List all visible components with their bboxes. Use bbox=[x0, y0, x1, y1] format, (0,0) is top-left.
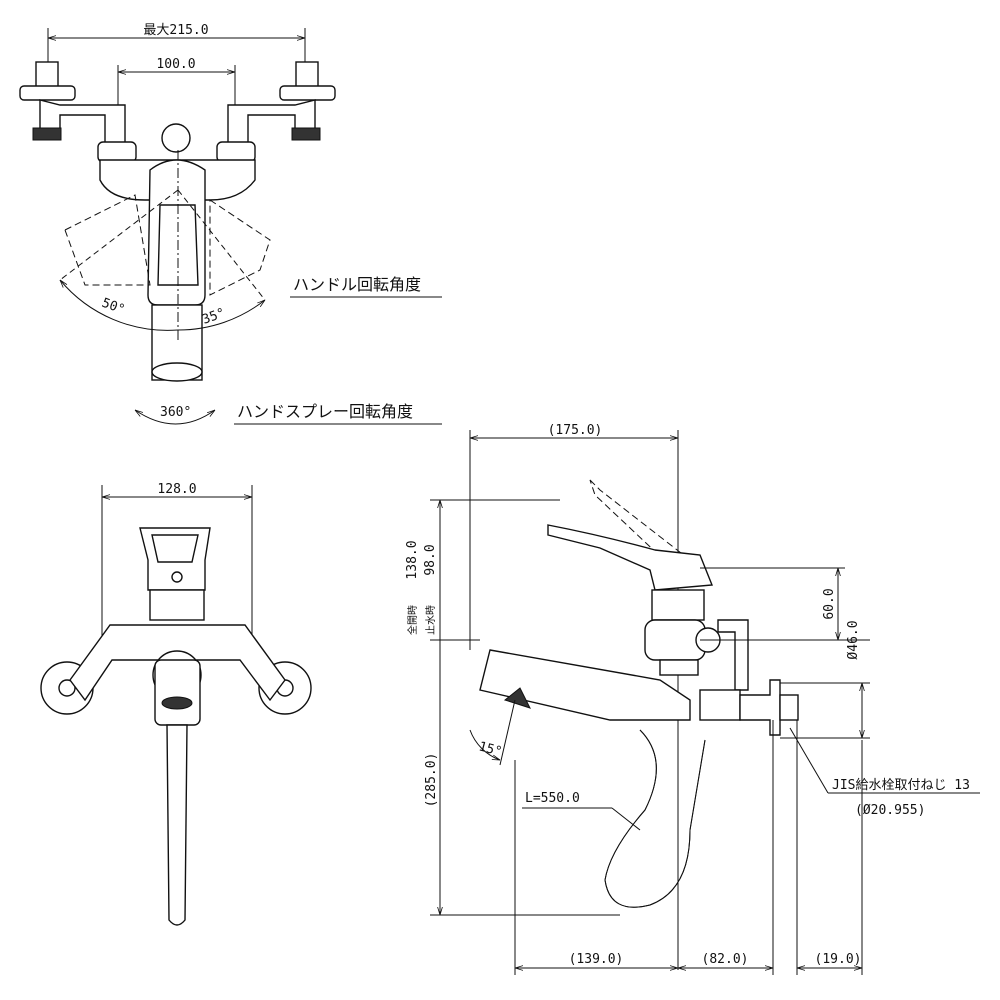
dim-inlet-pitch-label: 100.0 bbox=[156, 57, 195, 72]
handle-rotation-label: ハンドル回転角度 bbox=[293, 275, 421, 294]
dim-82: (82.0) bbox=[702, 952, 749, 967]
thread-diameter: (Ø20.955) bbox=[855, 803, 925, 818]
spray-angle: 15° bbox=[477, 739, 504, 760]
front-view: 128.0 bbox=[40, 482, 312, 926]
dim-depth: (175.0) bbox=[548, 423, 603, 438]
dim-19: (19.0) bbox=[815, 952, 862, 967]
dim-60: 60.0 bbox=[822, 588, 837, 619]
dim-46: Ø46.0 bbox=[846, 620, 861, 659]
angle-right-label: 35° bbox=[200, 306, 227, 328]
side-view: (175.0) (285.0) 138.0 98.0 全開時 止水時 15° L bbox=[405, 423, 980, 975]
thread-label: JIS給水栓取付ねじ 13 bbox=[832, 778, 970, 793]
spray-rotation-angle: 360° bbox=[160, 405, 191, 420]
dim-height-total: (285.0) bbox=[424, 753, 439, 808]
dim-closed-height: 98.0 bbox=[423, 544, 438, 575]
label-closed: 止水時 bbox=[425, 605, 437, 635]
side-body bbox=[479, 479, 799, 908]
dim-max-width-label: 最大215.0 bbox=[143, 23, 208, 38]
dimension-inlet-pitch: 100.0 bbox=[117, 57, 236, 135]
top-view: 最大215.0 100.0 bbox=[19, 23, 442, 425]
hose-length: L=550.0 bbox=[525, 791, 580, 806]
dim-open-height: 138.0 bbox=[405, 540, 420, 579]
label-open: 全開時 bbox=[406, 605, 419, 635]
dim-front-width: 128.0 bbox=[157, 482, 196, 497]
spray-rotation-label: ハンドスプレー回転角度 bbox=[237, 402, 413, 421]
dim-139: (139.0) bbox=[569, 952, 624, 967]
top-body bbox=[19, 61, 336, 382]
